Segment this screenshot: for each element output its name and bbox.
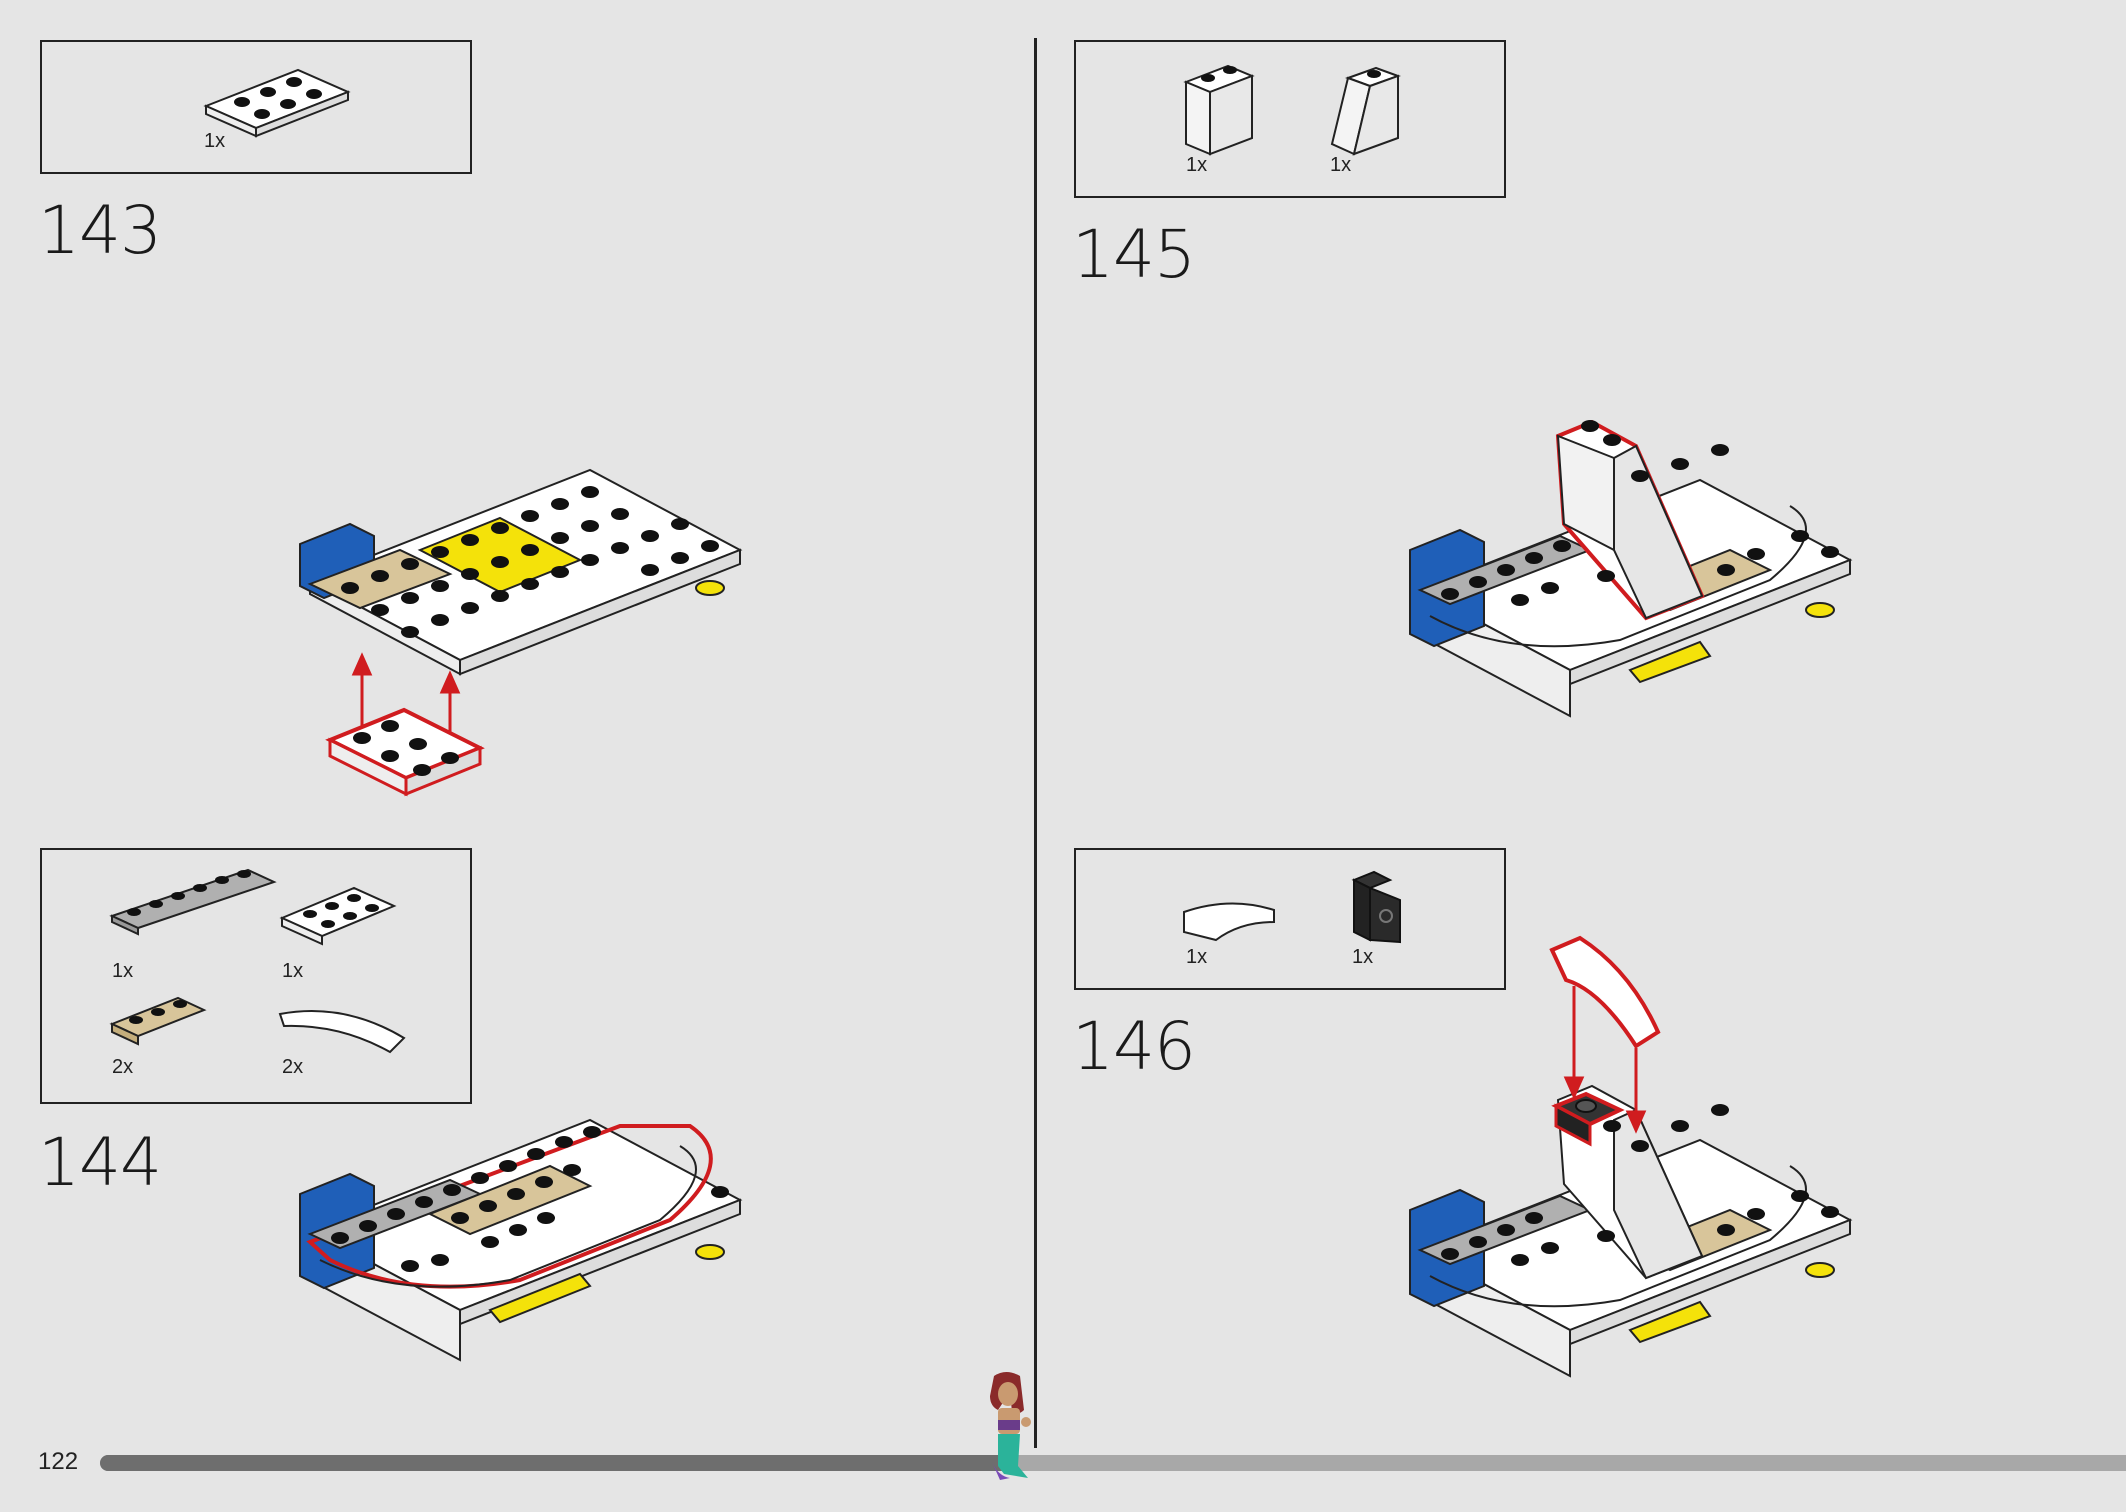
part-qty: 1x xyxy=(1352,946,1374,968)
white-plate-2x3-icon xyxy=(279,886,397,946)
step-number-145: 145 xyxy=(1072,216,1196,293)
parts-box-step-144: 1x 1x 2x 2x xyxy=(40,848,472,1104)
progress-fill xyxy=(100,1455,1012,1471)
part-qty: 2x xyxy=(112,1056,134,1078)
step-number-144: 144 xyxy=(38,1124,162,1201)
white-curved-tile-icon xyxy=(278,1010,406,1054)
step-number-146: 146 xyxy=(1072,1008,1196,1085)
build-illustration-step-144 xyxy=(299,1118,743,1362)
parts-box-step-145: 1x 1x xyxy=(1074,40,1506,198)
page-number: 122 xyxy=(38,1448,79,1475)
black-bracket-icon xyxy=(1351,870,1401,944)
build-illustration-step-143 xyxy=(299,468,743,797)
white-brick-1x2-icon xyxy=(1183,64,1255,156)
parts-box-step-143: 1x xyxy=(40,40,472,174)
minifigure-progress-marker-icon xyxy=(989,1372,1031,1480)
white-curved-slope-icon xyxy=(1183,902,1275,942)
build-illustration-step-145 xyxy=(1409,420,1853,718)
build-illustration-step-146 xyxy=(1409,935,1853,1378)
part-qty: 1x xyxy=(1186,946,1208,968)
parts-box-step-146: 1x 1x xyxy=(1074,848,1506,990)
part-qty: 1x xyxy=(1330,154,1352,176)
white-plate-2x3-icon xyxy=(203,68,351,138)
tan-plate-1x3-icon xyxy=(109,996,207,1046)
part-qty: 1x xyxy=(1186,154,1208,176)
part-qty: 2x xyxy=(282,1056,304,1078)
white-slope-brick-icon xyxy=(1330,66,1401,156)
part-qty: 1x xyxy=(282,960,304,982)
part-qty: 1x xyxy=(112,960,134,982)
page-divider xyxy=(1034,38,1037,1448)
part-qty: 1x xyxy=(204,130,226,152)
step-number-143: 143 xyxy=(38,192,162,269)
progress-bar xyxy=(100,1455,2126,1471)
gray-plate-1x6-icon xyxy=(109,868,277,936)
